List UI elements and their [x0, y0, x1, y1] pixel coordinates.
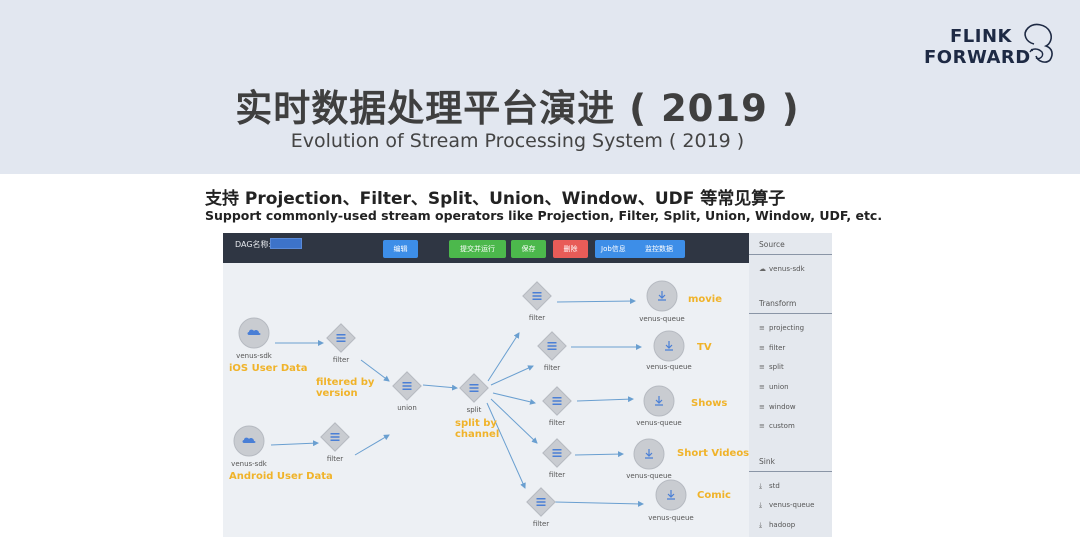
union-node[interactable] [392, 371, 422, 401]
node-label-filter: filter [548, 419, 566, 427]
panel-heading-source: Source [759, 240, 785, 249]
panel-item-venus-queue[interactable]: ⤓venus-queue [759, 501, 815, 509]
panel-item-std[interactable]: ⤓std [759, 482, 780, 490]
squirrel-icon [1024, 23, 1053, 63]
dag-edges [270, 298, 644, 507]
panel-divider [749, 313, 832, 314]
node-label-filter: filter [332, 356, 350, 364]
annotation-android: Android User Data [229, 471, 333, 482]
save-button[interactable]: 保存 [511, 240, 546, 258]
annotation-split-line2: channel [455, 429, 500, 440]
annotation-filtered-line2: version [316, 388, 358, 399]
job-info-button[interactable]: Job信息 [601, 245, 626, 253]
filter-node[interactable] [537, 331, 567, 361]
cloud-icon: ☁ [759, 265, 766, 273]
slide-title-zh: 实时数据处理平台演进 ( 2019 ) [235, 87, 800, 130]
logo-text-flink: FLINK [950, 26, 1012, 47]
logo-text-forward: FORWARD [924, 47, 1031, 68]
node-label-sink: venus-queue [636, 419, 682, 427]
slide-title-en: Evolution of Stream Processing System ( … [290, 130, 745, 152]
panel-item-venus-sdk[interactable]: ☁venus-sdk [759, 265, 805, 273]
panel-item-projecting[interactable]: ≡projecting [759, 324, 805, 332]
dag-editor-screenshot: DAG名称: 编辑 提交并运行 保存 删除 Job信息 监控数据 [223, 233, 832, 537]
sink-node[interactable] [643, 385, 675, 417]
annotation-tv: TV [697, 342, 712, 353]
node-label-union: union [397, 404, 417, 412]
filter-node[interactable] [320, 422, 350, 452]
panel-heading-transform: Transform [759, 299, 797, 308]
submit-run-button[interactable]: 提交并运行 [449, 240, 506, 258]
list-icon: ≡ [759, 403, 765, 411]
node-label-filter: filter [528, 314, 546, 322]
panel-item-window[interactable]: ≡window [759, 403, 796, 411]
flink-forward-logo: FLINK FORWARD [924, 22, 1056, 72]
sink-node[interactable] [633, 438, 665, 470]
list-icon: ≡ [759, 422, 765, 430]
source-node[interactable] [233, 425, 265, 457]
delete-button[interactable]: 删除 [553, 240, 588, 258]
panel-divider [749, 471, 832, 472]
download-icon: ⤓ [759, 482, 763, 490]
sink-node[interactable] [646, 280, 678, 312]
filter-node[interactable] [326, 323, 356, 353]
panel-divider [749, 254, 832, 255]
panel-heading-sink: Sink [759, 457, 775, 466]
annotation-ios: iOS User Data [229, 363, 308, 374]
operator-panel: Source ☁venus-sdk Transform ≡projecting … [749, 233, 832, 537]
node-label-source: venus-sdk [236, 352, 272, 360]
monitor-data-button[interactable]: 监控数据 [645, 245, 673, 253]
node-label-filter: filter [543, 364, 561, 372]
edit-button[interactable]: 编辑 [383, 240, 418, 258]
annotation-shows: Shows [691, 398, 728, 409]
header-band [0, 0, 1080, 174]
dag-graph [233, 280, 687, 517]
panel-item-union[interactable]: ≡union [759, 383, 789, 391]
panel-item-split[interactable]: ≡split [759, 363, 784, 371]
filter-node[interactable] [542, 386, 572, 416]
sink-node[interactable] [655, 479, 687, 511]
dag-name-input[interactable] [270, 238, 302, 249]
list-icon: ≡ [759, 363, 765, 371]
node-label-sink: venus-queue [648, 514, 694, 522]
node-label-split: split [466, 406, 482, 414]
node-label-sink: venus-queue [639, 315, 685, 323]
annotation-split-line1: split by [455, 418, 497, 429]
node-label-filter: filter [532, 520, 550, 528]
node-label-sink: venus-queue [626, 472, 672, 480]
split-node[interactable] [459, 373, 489, 403]
dag-name-label: DAG名称: [235, 240, 272, 249]
source-node[interactable] [238, 317, 270, 349]
annotation-short-videos: Short Videos [677, 448, 750, 459]
annotation-movie: movie [688, 294, 723, 305]
dag-canvas[interactable]: venus-sdk venus-sdk filter filter union … [223, 263, 749, 537]
panel-item-hadoop[interactable]: ⤓hadoop [759, 521, 796, 529]
panel-item-custom[interactable]: ≡custom [759, 422, 795, 430]
filter-node[interactable] [542, 438, 572, 468]
sink-node[interactable] [653, 330, 685, 362]
slide-subtitle-en: Support commonly-used stream operators l… [205, 208, 883, 223]
filter-node[interactable] [522, 281, 552, 311]
node-label-source: venus-sdk [231, 460, 267, 468]
annotation-filtered-line1: filtered by [316, 377, 375, 388]
node-label-filter: filter [326, 455, 344, 463]
list-icon: ≡ [759, 383, 765, 391]
slide-subtitle-zh: 支持 Projection、Filter、Split、Union、Window、… [205, 189, 786, 209]
panel-item-filter[interactable]: ≡filter [759, 344, 786, 352]
filter-node[interactable] [526, 487, 556, 517]
node-label-filter: filter [548, 471, 566, 479]
list-icon: ≡ [759, 324, 765, 332]
annotation-comic: Comic [697, 490, 731, 501]
download-icon: ⤓ [759, 521, 763, 529]
download-icon: ⤓ [759, 501, 763, 509]
editor-toolbar: DAG名称: 编辑 提交并运行 保存 删除 Job信息 监控数据 [223, 233, 749, 263]
info-button-group: Job信息 监控数据 [595, 240, 685, 258]
list-icon: ≡ [759, 344, 765, 352]
node-label-sink: venus-queue [646, 363, 692, 371]
